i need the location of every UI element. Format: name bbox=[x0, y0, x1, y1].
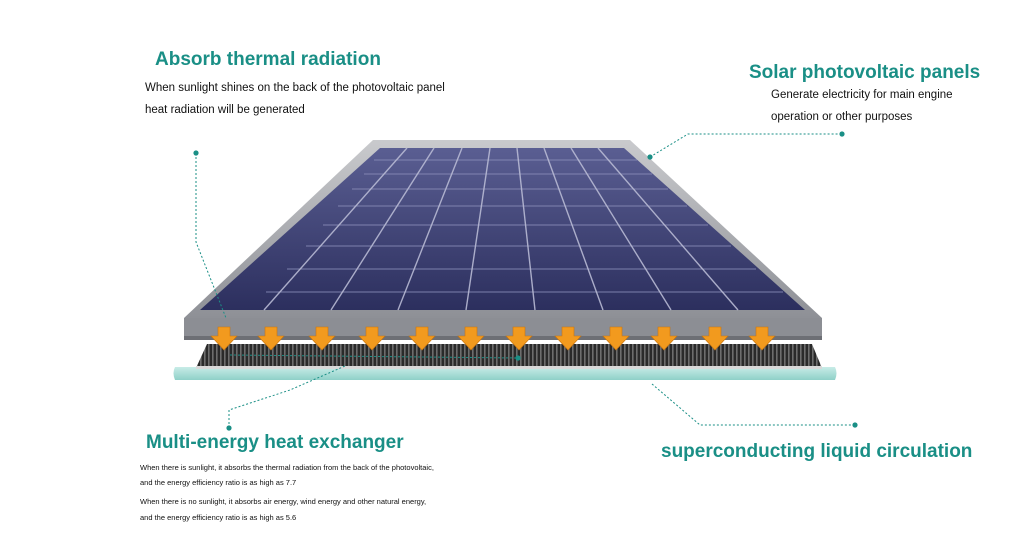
liquid-circulation-title: superconducting liquid circulation bbox=[661, 441, 973, 462]
pv-panel bbox=[184, 140, 822, 340]
heat-arrows bbox=[210, 326, 776, 351]
heat-exchanger-fins bbox=[196, 344, 822, 369]
heat-exchanger-title: Multi-energy heat exchanger bbox=[146, 432, 404, 453]
solar-panels-desc-line2: operation or other purposes bbox=[771, 111, 913, 123]
heat-exchanger-desc-line4: and the energy efficiency ratio is as hi… bbox=[140, 513, 297, 522]
liquid-channel bbox=[173, 367, 837, 380]
solar-panels-desc-line1: Generate electricity for main engine bbox=[771, 89, 953, 101]
heat-exchanger-desc-line2: and the energy efficiency ratio is as hi… bbox=[140, 478, 297, 487]
leader-dots bbox=[193, 131, 858, 431]
leader-lines bbox=[195, 133, 855, 428]
absorb-thermal-desc-line2: heat radiation will be generated bbox=[145, 104, 305, 116]
heat-exchanger-desc-line3: When there is no sunlight, it absorbs ai… bbox=[140, 497, 427, 506]
solar-panels-title: Solar photovoltaic panels bbox=[749, 62, 981, 83]
absorb-thermal-title: Absorb thermal radiation bbox=[155, 49, 381, 70]
heat-exchanger-desc-line1: When there is sunlight, it absorbs the t… bbox=[140, 463, 434, 472]
absorb-thermal-desc-line1: When sunlight shines on the back of the … bbox=[145, 82, 445, 94]
